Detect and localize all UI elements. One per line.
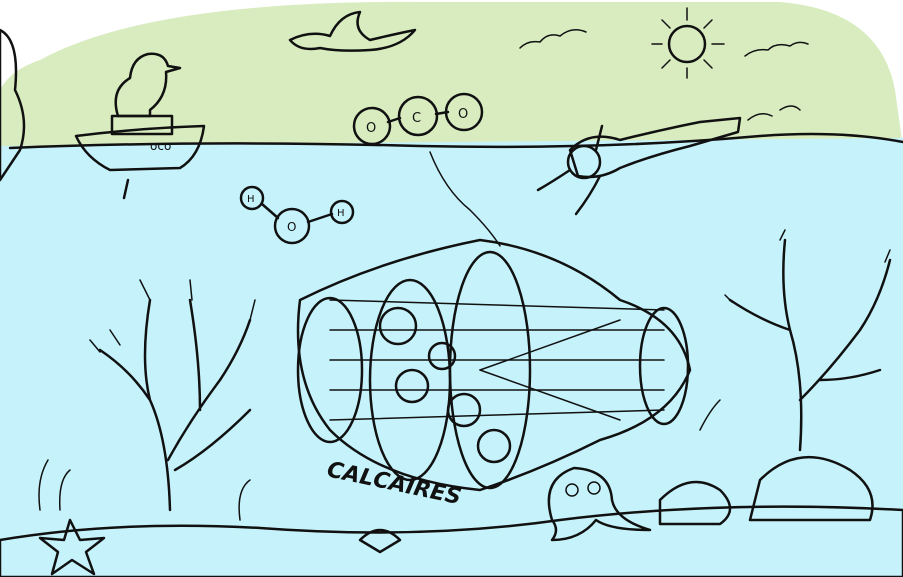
co2-letter-c: C: [412, 111, 421, 126]
water-area: [0, 138, 903, 577]
water-letter-o: O: [287, 220, 296, 234]
water-letter-h2: H: [337, 208, 345, 219]
boat-portholes: oco: [150, 139, 171, 153]
co2-letter-o1: O: [366, 121, 376, 136]
co2-letter-o2: O: [458, 107, 468, 122]
water-letter-h1: H: [247, 194, 255, 205]
